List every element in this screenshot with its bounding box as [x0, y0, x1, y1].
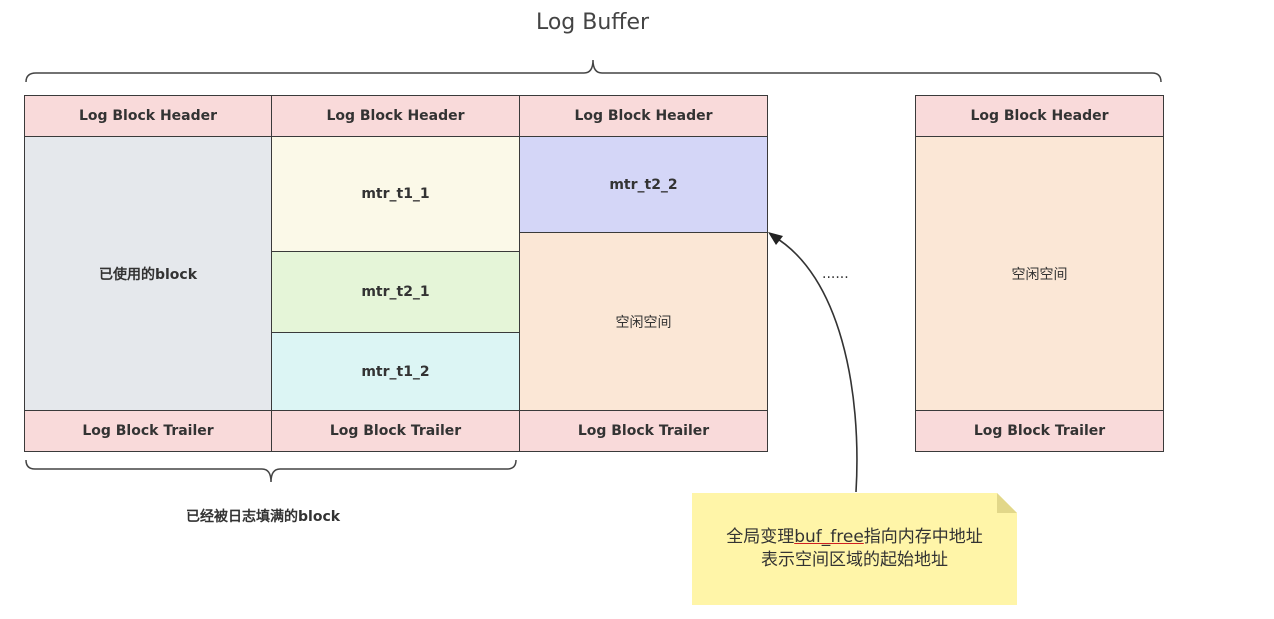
filled-blocks-caption: 已经被日志填满的block — [186, 509, 341, 525]
note-fold-corner — [997, 493, 1017, 513]
block-2-free-space: 空闲空间 — [519, 232, 768, 411]
block-3-trailer: Log Block Trailer — [915, 410, 1164, 452]
block-3-header: Log Block Header — [915, 95, 1164, 137]
block-1-mtr-t1-1: mtr_t1_1 — [271, 136, 520, 252]
log-buffer-brace — [25, 59, 1162, 83]
block-3-free-space: 空闲空间 — [915, 136, 1164, 411]
block-1-mtr-t2-1: mtr_t2_1 — [271, 251, 520, 333]
note-buf-free: buf_free — [794, 527, 864, 547]
note-line-2: 表示空间区域的起始地址 — [761, 550, 948, 570]
block-0-trailer: Log Block Trailer — [24, 410, 272, 452]
block-1-header: Log Block Header — [271, 95, 520, 137]
block-2-header: Log Block Header — [519, 95, 768, 137]
block-1-trailer: Log Block Trailer — [271, 410, 520, 452]
filled-blocks-brace — [25, 459, 517, 483]
note-line-1-prefix: 全局变理 — [726, 527, 795, 547]
block-0-body-used: 已使用的block — [24, 136, 272, 411]
block-1-mtr-t1-2: mtr_t1_2 — [271, 332, 520, 411]
block-2-trailer: Log Block Trailer — [519, 410, 768, 452]
block-0-header: Log Block Header — [24, 95, 272, 137]
ellipsis-label: ...... — [822, 266, 849, 282]
diagram-title: Log Buffer — [535, 10, 650, 35]
arrowhead-icon — [768, 232, 783, 245]
buf-free-note: 全局变理buf_free指向内存中地址 表示空间区域的起始地址 — [692, 493, 1017, 605]
block-2-mtr-t2-2: mtr_t2_2 — [519, 136, 768, 233]
note-line-1-suffix: 指向内存中地址 — [863, 527, 983, 547]
note-line-1: 全局变理buf_free指向内存中地址 — [726, 526, 983, 549]
